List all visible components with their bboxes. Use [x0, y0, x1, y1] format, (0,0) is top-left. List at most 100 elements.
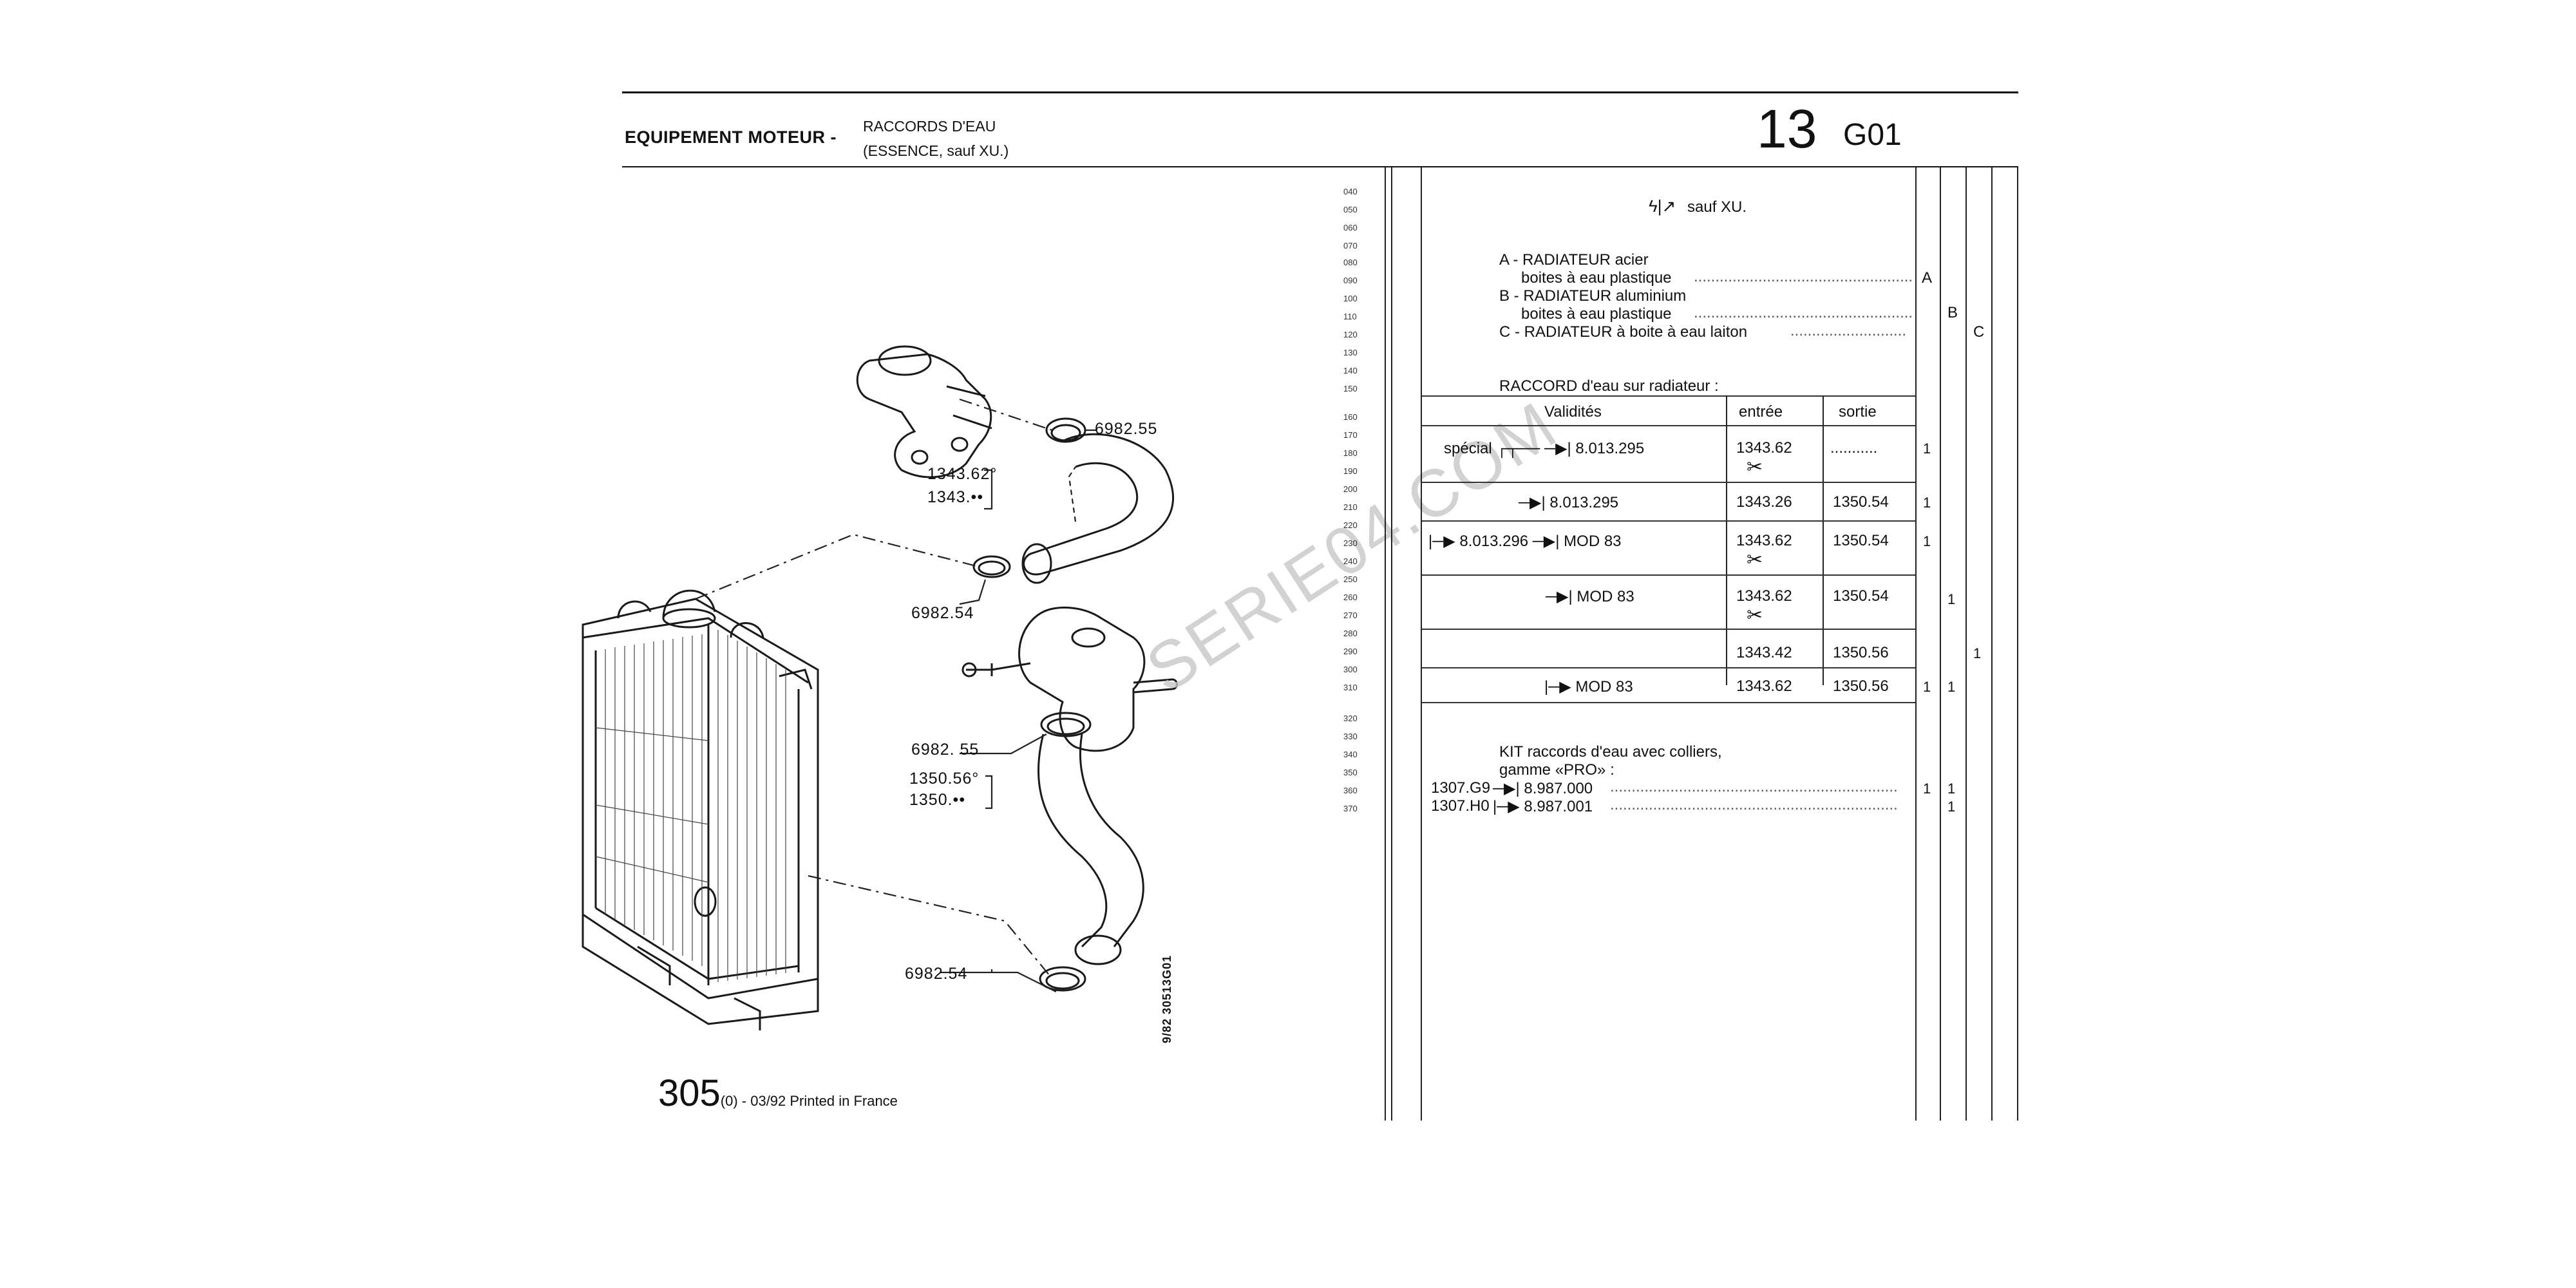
row-3-entree: 1343.62: [1736, 532, 1792, 549]
label-low-hose-ref1: 1350.56°: [909, 770, 980, 788]
line-number: 090: [1343, 276, 1358, 285]
line-number: 140: [1343, 366, 1358, 375]
line-number: 230: [1343, 538, 1358, 548]
variant-b-dots: ........................................…: [1694, 304, 1913, 321]
table-divider-d: [1991, 167, 1993, 1121]
label-top-hose-ref2: 1343.••: [927, 488, 984, 506]
row-4-rule: [1422, 629, 1915, 630]
variant-c-dots: ...........................: [1790, 322, 1907, 339]
intro-symbols: ϟ|↗: [1649, 196, 1676, 216]
table-divider-right: [2017, 167, 2018, 1121]
kit-2-ref: 1307.H0: [1431, 797, 1490, 815]
line-number: 250: [1343, 574, 1358, 584]
row-6-qty-b: 1: [1947, 679, 1956, 695]
kit-title-2: gamme «PRO» :: [1499, 761, 1615, 779]
variant-b-line1: B - RADIATEUR aluminium: [1499, 287, 1687, 305]
line-number: 360: [1343, 786, 1358, 795]
header-bottom-rule: [622, 166, 2018, 167]
table-divider-a: [1915, 167, 1917, 1121]
variant-a-line1: A - RADIATEUR acier: [1499, 251, 1649, 269]
variant-b-mark: B: [1947, 304, 1958, 321]
row-2-validite: ─▶| 8.013.295: [1519, 494, 1619, 511]
row-3-validite: |─▶ 8.013.296 ─▶| MOD 83: [1428, 533, 1622, 550]
row-5-rule: [1422, 667, 1915, 668]
subtable-rule-bottom: [1422, 702, 1915, 703]
line-number: 350: [1343, 768, 1358, 777]
kit-1-dots: ........................................…: [1610, 778, 1898, 795]
label-low-hose-ref2: 1350.••: [909, 791, 966, 809]
parts-diagram: [582, 345, 1178, 1030]
row-4-entree: 1343.62: [1736, 587, 1792, 605]
col-sortie: sortie: [1839, 403, 1877, 421]
line-number: 340: [1343, 750, 1358, 759]
line-number: 310: [1343, 683, 1358, 692]
footer-model: 305: [658, 1072, 721, 1114]
row-2-rule: [1422, 520, 1915, 522]
line-number: 260: [1343, 592, 1358, 602]
variant-b-line2: boites à eau plastique: [1521, 305, 1672, 323]
line-number: 240: [1343, 556, 1358, 566]
water-pump: [961, 606, 1178, 752]
kit-2-qty-b: 1: [1947, 799, 1956, 815]
mid-clamp: [972, 555, 1011, 578]
line-number: 280: [1343, 629, 1358, 638]
row-1-rule: [1422, 482, 1915, 483]
line-number: 160: [1343, 412, 1358, 422]
row-5-sortie: 1350.56: [1833, 644, 1889, 661]
row-4-validite: ─▶| MOD 83: [1546, 588, 1634, 605]
row-2-entree: 1343.26: [1736, 493, 1792, 511]
line-number: 040: [1343, 187, 1358, 196]
row-3-scissors-icon: ✂: [1747, 549, 1763, 571]
line-number: 070: [1343, 241, 1358, 251]
line-number: 300: [1343, 665, 1358, 674]
line-number: 130: [1343, 348, 1358, 357]
section-title: EQUIPEMENT MOTEUR -: [625, 128, 837, 147]
row-6-sortie: 1350.56: [1833, 677, 1889, 695]
table-divider-c: [1965, 167, 1967, 1121]
line-number: 210: [1343, 502, 1358, 512]
row-2-sortie: 1350.54: [1833, 493, 1889, 511]
label-lower-clamp-top: 6982. 55: [911, 741, 980, 759]
subtable-rule-head: [1422, 425, 1915, 426]
intro-text: sauf XU.: [1687, 198, 1747, 216]
row-6-entree: 1343.62: [1736, 677, 1792, 695]
table-divider-b: [1940, 167, 1941, 1121]
variant-a-mark: A: [1922, 269, 1933, 287]
line-number: 190: [1343, 466, 1358, 476]
variant-c-mark: C: [1973, 323, 1985, 341]
header-top-rule: [622, 91, 2018, 93]
row-5-entree: 1343.42: [1736, 644, 1792, 661]
row-4-scissors-icon: ✂: [1747, 605, 1763, 626]
thermostat-housing: [856, 345, 992, 478]
label-top-hose-ref1: 1343.62°: [927, 465, 998, 483]
line-number: 220: [1343, 520, 1358, 530]
row-1-entree: 1343.62: [1736, 439, 1792, 457]
line-number: 050: [1343, 205, 1358, 214]
row-1-validite: spécial ┌┬── ─▶| 8.013.295: [1444, 440, 1645, 457]
variant-a-line2: boites à eau plastique: [1521, 269, 1672, 287]
line-number: 150: [1343, 384, 1358, 393]
radiator: [582, 589, 819, 1030]
subtable-col-divider-2: [1823, 395, 1824, 685]
row-6-qty-a: 1: [1923, 679, 1931, 695]
footer: 305(0) - 03/92 Printed in France: [658, 1072, 898, 1115]
label-mid-clamp: 6982.54: [911, 604, 974, 622]
line-number: 270: [1343, 611, 1358, 620]
row-1-qty-a: 1: [1923, 440, 1931, 457]
footer-print-info: (0) - 03/92 Printed in France: [720, 1093, 898, 1109]
row-4-qty-b: 1: [1947, 591, 1956, 607]
row-1-sortie: ...........: [1830, 439, 1878, 457]
row-5-qty-c: 1: [1973, 645, 1982, 661]
row-6-validite: |─▶ MOD 83: [1544, 678, 1633, 696]
kit-1-qty-b: 1: [1947, 781, 1956, 797]
row-1-scissors-icon: ✂: [1747, 457, 1763, 478]
kit-2-dots: ........................................…: [1610, 796, 1898, 813]
label-top-clamp: 6982.55: [1095, 420, 1158, 438]
group-code: G01: [1843, 118, 1902, 152]
line-number: 330: [1343, 732, 1358, 741]
line-number: 320: [1343, 714, 1358, 723]
kit-1-qty-a: 1: [1923, 781, 1931, 797]
table-divider-left-1: [1385, 167, 1386, 1121]
kit-1-ref: 1307.G9: [1431, 779, 1491, 797]
table-divider-left-2: [1391, 167, 1392, 1121]
